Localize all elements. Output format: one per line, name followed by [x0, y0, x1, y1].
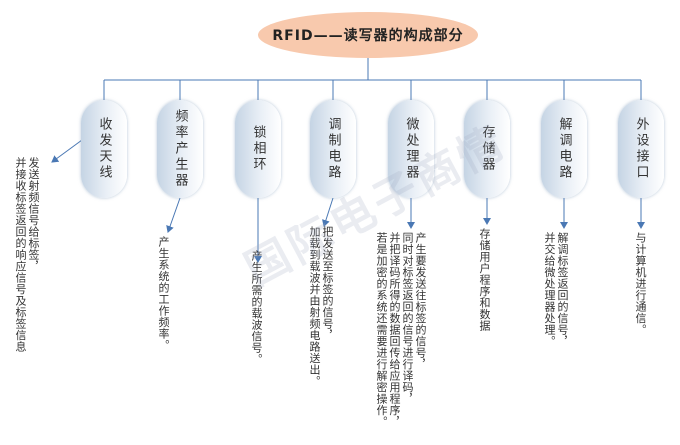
- desc-peripheral-interface: 与计算机进行通信。: [634, 232, 647, 336]
- desc-frequency-generator: 产生系统的工作频率。: [157, 236, 170, 351]
- node-peripheral-interface: 外设接口: [618, 100, 664, 198]
- node-label: 存储器: [479, 125, 495, 173]
- node-label: 微处理器: [403, 117, 419, 181]
- root-title: RFID——读写器的构成部分: [272, 28, 464, 44]
- node-memory: 存储器: [464, 100, 510, 198]
- node-label: 解调电路: [556, 117, 572, 181]
- node-label: 收发天线: [96, 117, 112, 181]
- arrow-2: [166, 197, 181, 233]
- root-node: RFID——读写器的构成部分: [258, 12, 478, 58]
- desc-demodulator: 解调标签返回的信号， 并交给微处理器处理。: [543, 232, 569, 347]
- node-label: 频率产生器: [172, 109, 188, 189]
- desc-pll: 产生所需的载波信号。: [250, 250, 263, 365]
- desc-memory: 存储用户程序和数据: [478, 228, 491, 332]
- desc-antenna: 发送射频信号给标签， 并接收标签返回的响应信号及标签信息: [14, 157, 40, 353]
- node-demodulator: 解调电路: [541, 100, 587, 198]
- node-antenna: 收发天线: [81, 100, 127, 198]
- desc-microprocessor: 产生要发送往标签的信号， 同时对标签返回的信号进行译码， 并把译码所得的数据回传…: [375, 232, 427, 428]
- node-label: 调制电路: [325, 117, 341, 181]
- desc-modulator: 把发送至标签的信号， 加载到载波并由射频电路送出。: [308, 226, 334, 387]
- node-microprocessor: 微处理器: [388, 100, 434, 198]
- arrow-4: [322, 197, 334, 227]
- node-pll: 锁相环: [235, 100, 281, 198]
- node-label: 锁相环: [250, 125, 266, 173]
- node-modulator: 调制电路: [310, 100, 356, 198]
- node-frequency-generator: 频率产生器: [157, 100, 203, 198]
- node-label: 外设接口: [633, 117, 649, 181]
- arrow-1: [51, 139, 83, 163]
